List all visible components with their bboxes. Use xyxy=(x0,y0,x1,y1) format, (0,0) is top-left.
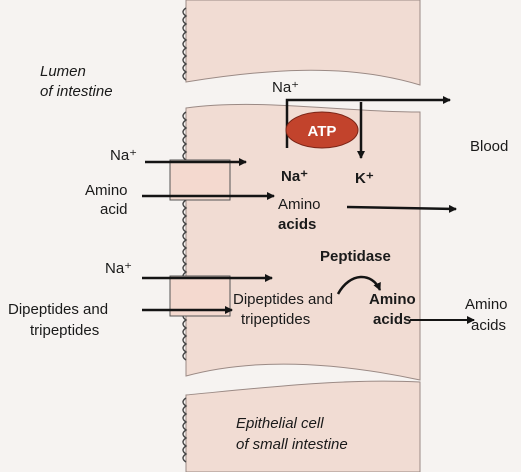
amino-acids-cell-label-line2: acids xyxy=(278,216,316,233)
dipeptides-cell-label-line2: tripeptides xyxy=(241,311,310,328)
na-top-label: Na⁺ xyxy=(272,79,299,96)
upper-epithelial-cell xyxy=(186,0,420,85)
dipeptides-label-line2: tripeptides xyxy=(30,322,99,339)
amino-acid-label-line1: Amino xyxy=(85,182,128,199)
na-in-cell-label: Na⁺ xyxy=(281,168,308,185)
lumen-label-line1: Lumen xyxy=(40,63,86,80)
amino-acids-blood-label-line1: Amino xyxy=(465,296,508,313)
amino-acids-cell2-label-line2: acids xyxy=(373,311,411,328)
lumen-label-line2: of intestine xyxy=(40,83,113,100)
epithelial-label-line2: of small intestine xyxy=(236,436,348,453)
amino-acid-label-line2: acid xyxy=(100,201,128,218)
epithelial-label-line1: Epithelial cell xyxy=(236,415,324,432)
dipeptides-label-line1: Dipeptides and xyxy=(8,301,108,318)
amino-acids-blood-label-line2: acids xyxy=(471,317,506,334)
na-label-2: Na⁺ xyxy=(105,260,132,277)
atp-label: ATP xyxy=(308,123,337,140)
transporter-amino-acid xyxy=(170,160,230,200)
k-in-cell-label: K⁺ xyxy=(355,170,374,187)
blood-label: Blood xyxy=(470,138,508,155)
amino-acids-cell-label-line1: Amino xyxy=(278,196,321,213)
dipeptides-cell-label-line1: Dipeptides and xyxy=(233,291,333,308)
peptidase-label: Peptidase xyxy=(320,248,391,265)
amino-acids-cell2-label-line1: Amino xyxy=(369,291,416,308)
na-label-1: Na⁺ xyxy=(110,147,137,164)
